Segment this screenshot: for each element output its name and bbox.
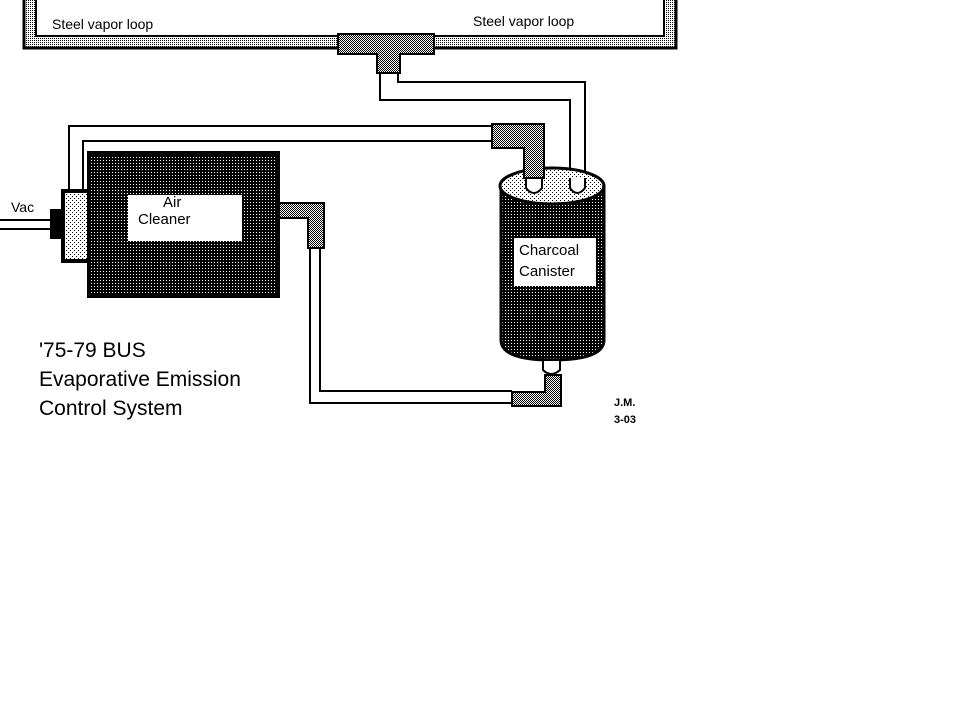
- canister-top-elbow: [491, 123, 586, 194]
- title-line-2: Evaporative Emission: [39, 368, 241, 391]
- vac-fitting: [0, 189, 91, 263]
- vapor-hose-to-canister: [379, 73, 586, 190]
- canister-label-line2: Canister: [519, 263, 575, 280]
- tee-fitting: [337, 33, 435, 74]
- canister-bottom-elbow: [511, 359, 562, 407]
- signature: J.M. 3-03: [614, 397, 636, 426]
- signature-date: 3-03: [614, 414, 636, 426]
- air-cleaner-label-line1: Air: [163, 194, 181, 211]
- air-cleaner: Air Cleaner: [87, 151, 280, 298]
- air-cleaner-label-line2: Cleaner: [138, 211, 191, 228]
- diagram-title: '75-79 BUS Evaporative Emission Control …: [39, 339, 241, 420]
- title-line-3: Control System: [39, 397, 183, 420]
- air-cleaner-to-canister-hose: [309, 248, 512, 404]
- steel-vapor-loop-label-right: Steel vapor loop: [473, 13, 574, 29]
- title-line-1: '75-79 BUS: [39, 339, 146, 362]
- canister-label-box: [514, 238, 596, 286]
- charcoal-canister: Charcoal Canister: [498, 166, 606, 362]
- air-cleaner-label-box: [128, 195, 242, 241]
- signature-initials: J.M.: [614, 397, 635, 409]
- steel-vapor-loop-label-left: Steel vapor loop: [52, 16, 153, 32]
- air-cleaner-elbow: [278, 202, 325, 249]
- vac-label: Vac: [11, 199, 34, 215]
- canister-label-line1: Charcoal: [519, 242, 579, 259]
- purge-hose: [68, 125, 494, 190]
